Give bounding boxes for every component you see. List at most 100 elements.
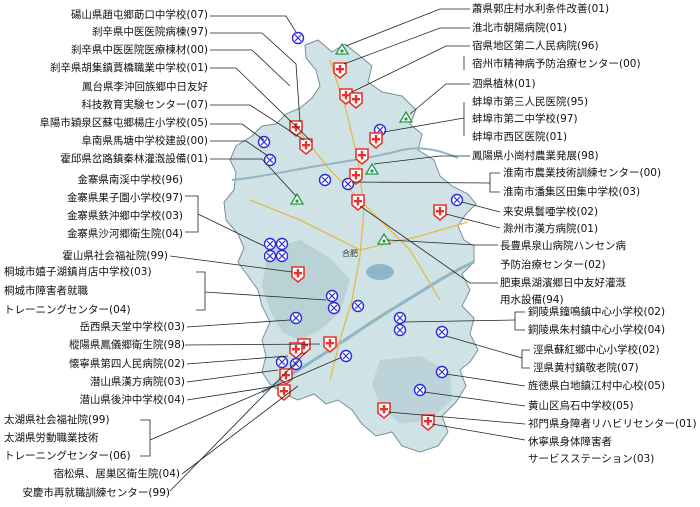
school-marker: [289, 357, 303, 371]
school-marker: [263, 153, 277, 167]
map-label-r10: 淮南市農業技術訓練センター(00): [503, 167, 662, 179]
hospital-marker: [355, 148, 369, 166]
school-marker: [289, 311, 303, 325]
map-label-r12: 来安県鬟唖学校(02): [503, 206, 599, 218]
map-label-r3: 宿県地区第二人民病院(96): [472, 40, 599, 52]
map-label-l2: 刹辛県中医医院病棟(97): [91, 26, 208, 38]
hospital-marker: [339, 88, 353, 106]
marker-layer: [257, 31, 464, 432]
school-marker: [341, 177, 355, 191]
map-label-l24: 太湖県労動職業技術: [4, 432, 99, 444]
map-label-r8: 蚌埠市西区医院(01): [472, 131, 568, 143]
road-network: [249, 59, 469, 381]
map-label-l25: トレーニングセンター(06): [4, 450, 131, 462]
map-label-r14: 長豊県泉山病院ハンセン病: [500, 240, 626, 252]
chaohu-lake: [366, 264, 394, 280]
school-marker: [393, 323, 407, 337]
map-label-l5: 鳳台県李沖回族郷中日友好: [82, 81, 208, 93]
map-label-l27: 安慶市再就職訓練センター(99): [22, 487, 170, 499]
map-label-r11: 淮南市潘集区田集中学校(03): [503, 186, 641, 198]
map-label-r7: 蚌埠市第二中学校(97): [472, 113, 578, 125]
map-label-l3: 刹辛県中医医院医療楝材(00): [70, 44, 208, 56]
map-label-l8: 阜南県馬塘中学校建設(00): [81, 135, 208, 147]
hospital-marker: [421, 414, 435, 432]
map-label-l7: 阜陽市穎泉区蘇屯郷楊庄小学校(05): [39, 117, 208, 129]
hospital-marker: [349, 92, 363, 110]
hospital-marker: [291, 266, 305, 284]
map-label-l17: トレーニングセンター(04): [4, 304, 131, 316]
map-label-l15: 桐城市嬉子湖鎮肖店中学校(03): [4, 266, 152, 278]
school-marker: [435, 365, 449, 379]
school-marker: [291, 31, 305, 45]
map-label-r17: 用水設備(94): [500, 294, 564, 306]
map-label-l18: 岳西県天堂中学校(03): [79, 321, 185, 333]
leader-lines: [140, 8, 530, 492]
map-label-r20: 涇県蘇紅郷中心小学校(02): [533, 344, 660, 356]
map-label-r24: 祁門県身障者リハビリセンター(01): [528, 418, 697, 430]
map-label-r2: 淮北市朝陽病院(01): [472, 22, 568, 34]
map-label-l4: 刹辛県胡集鎮賈橋職業中学校(01): [49, 62, 208, 74]
school-marker: [393, 311, 407, 325]
hospital-marker: [277, 384, 291, 402]
school-marker: [413, 383, 427, 397]
hospital-marker: [323, 336, 337, 354]
map-label-l9: 霍邱県岔路鎮秦林灌漑設備(01): [60, 153, 208, 165]
school-marker: [327, 301, 341, 315]
school-marker: [435, 325, 449, 339]
hospital-marker: [369, 132, 383, 150]
map-label-r22: 旌徳県白地鎮江村中心校(05): [528, 380, 666, 392]
school-marker: [339, 349, 353, 363]
map-label-l14: 霍山県社会福祉院(99): [62, 250, 168, 262]
school-marker: [275, 237, 289, 251]
map-label-r1: 蕭県郭庄村水利条件改善(01): [472, 3, 610, 15]
welfare-marker: [334, 42, 350, 55]
map-label-r4: 宿州市精神病予防治療センター(00): [472, 58, 641, 70]
map-label-r16: 肥東県湖濱郷日中友好灌漑: [500, 277, 626, 289]
map-label-l1: 碭山県趙屯郷莇口中学校(07): [70, 9, 208, 21]
huai-river: [231, 147, 459, 181]
school-marker: [275, 249, 289, 263]
map-label-r21: 涇県黄村鎮敬老院(07): [533, 362, 639, 374]
map-label-l19: 樅陽県鳳儀郷衛生院(98): [68, 339, 185, 351]
school-marker: [450, 193, 464, 207]
welfare-marker: [398, 110, 414, 123]
map-label-l20: 懐寧県第四人民病院(02): [68, 358, 185, 370]
map-label-l23: 太湖県社会福祉院(99): [4, 414, 110, 426]
map-label-l16: 桐城市障害者就職: [4, 285, 88, 297]
welfare-marker: [364, 162, 380, 175]
terrain-shade-south: [372, 356, 452, 424]
school-marker: [257, 135, 271, 149]
map-label-r13: 滁州市漢方病院(01): [503, 223, 599, 235]
hospital-marker: [349, 168, 363, 186]
map-label-l12: 金寨県鉄沖郷中学校(03): [66, 210, 183, 222]
map-label-l13: 金寨県沙河郷衛生院(04): [66, 228, 183, 240]
welfare-marker: [376, 232, 392, 245]
school-marker: [325, 289, 339, 303]
school-marker: [318, 173, 332, 187]
map-label-l6: 科技教育実験センター(07): [81, 99, 208, 111]
map-label-r6: 蚌埠市第三人民医院(95): [472, 96, 589, 108]
map-label-l21: 潜山県漢方病院(03): [89, 376, 185, 388]
map-label-r18: 銅陵県鐘鳴鎮中心小学校(02): [528, 306, 666, 318]
center-city-label: 合肥: [342, 248, 358, 258]
hospital-marker: [433, 204, 447, 222]
map-label-r5: 泗県植林(01): [472, 78, 536, 90]
map-label-r25: 休寧県身体障害者: [528, 436, 612, 448]
school-marker: [275, 355, 289, 369]
hospital-marker: [377, 402, 391, 420]
yangtze-river: [261, 260, 475, 394]
map-label-r23: 黄山区烏石中学校(05): [528, 400, 634, 412]
map-label-r15: 予防治療センター(02): [500, 259, 606, 271]
map-label-r19: 銅陵県朱村鎮中心小学校(04): [528, 324, 666, 336]
school-marker: [263, 237, 277, 251]
school-marker: [263, 249, 277, 263]
map-label-l22: 潜山県後沖中学校(04): [79, 394, 185, 406]
school-marker: [351, 299, 365, 313]
welfare-marker: [289, 192, 305, 205]
map-label-l10: 金寨県南渓中学校(96): [77, 174, 183, 186]
map-label-l26: 宿松県、居巣区衛生院(04): [53, 468, 180, 480]
hospital-marker: [299, 138, 313, 156]
hospital-marker: [289, 342, 303, 360]
terrain-shade: [262, 240, 350, 340]
